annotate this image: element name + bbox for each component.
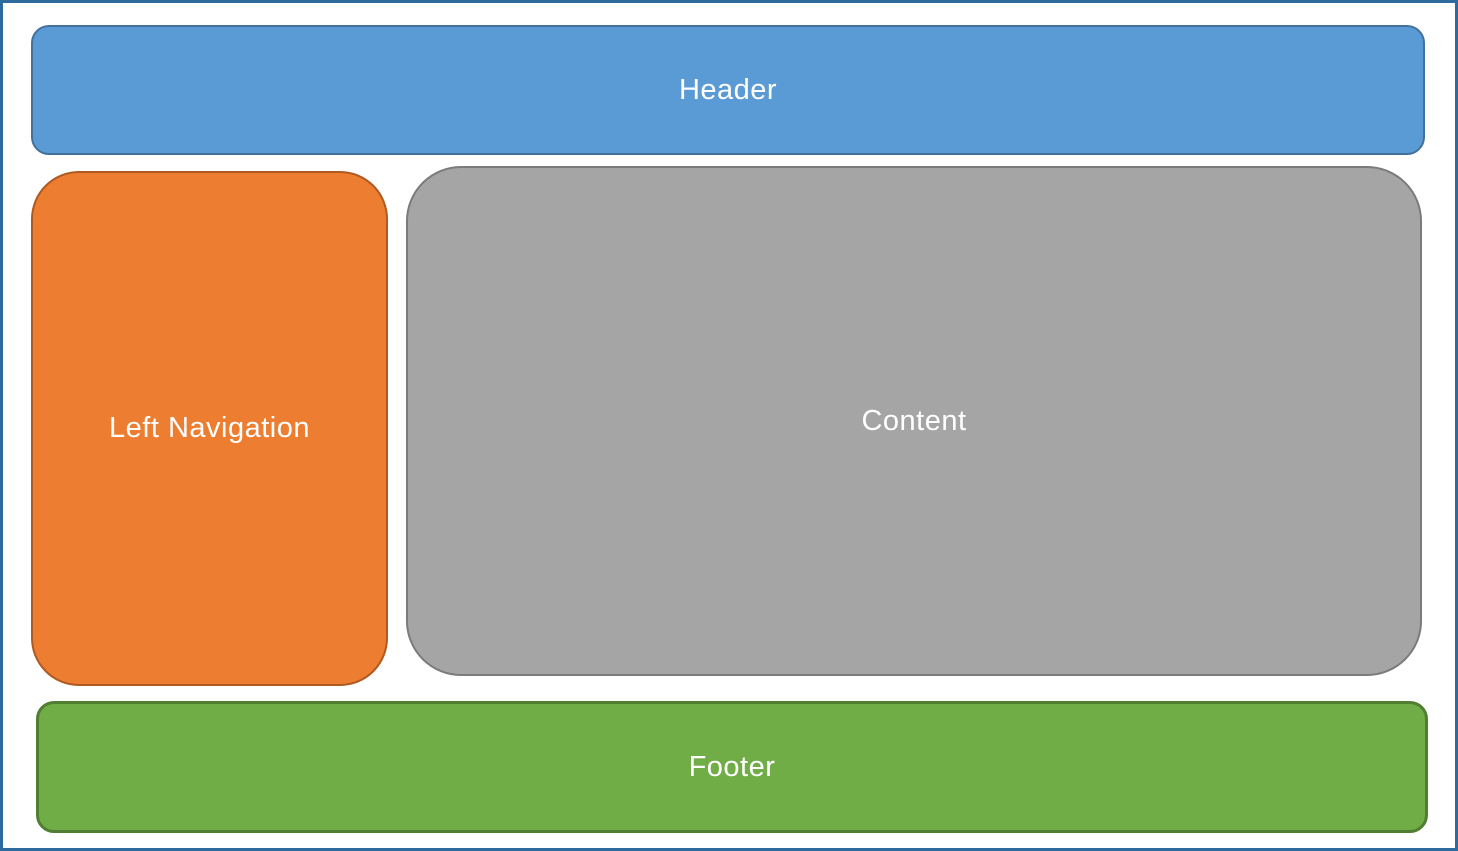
left-navigation-block-label: Left Navigation bbox=[109, 412, 310, 444]
header-block: Header bbox=[31, 25, 1425, 155]
footer-block: Footer bbox=[36, 701, 1428, 833]
header-block-label: Header bbox=[678, 73, 778, 106]
content-block: Content bbox=[406, 166, 1422, 676]
content-block-label: Content bbox=[861, 404, 967, 437]
footer-block-label: Footer bbox=[688, 750, 776, 783]
left-navigation-block: Left Navigation bbox=[31, 171, 388, 686]
